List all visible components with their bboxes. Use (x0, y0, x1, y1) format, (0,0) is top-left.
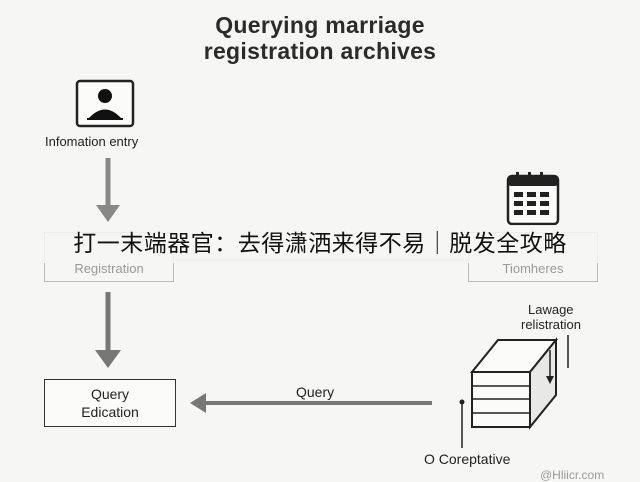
calendar-grid-icon (506, 172, 560, 226)
lawage-label-line1: Lawage (528, 302, 574, 317)
arrow-registration-to-query (95, 292, 121, 368)
query-arrow-label: Query (296, 384, 335, 400)
arrow-server-to-query (190, 393, 432, 413)
lawage-label-line2: relistration (521, 317, 581, 332)
server-stack-icon (469, 337, 559, 430)
query-edication-box: Query Edication (44, 379, 176, 427)
lawage-connector (546, 335, 569, 384)
cooperative-connector (459, 399, 465, 448)
watermark: @Hliicr.com (540, 468, 605, 482)
diagram-title-line2: registration archives (203, 38, 437, 64)
arrow-entry-to-registration (96, 158, 120, 222)
registration-box-label: Registration (74, 261, 144, 276)
info-entry-label: Infomation entry (45, 134, 139, 149)
person-id-icon (75, 79, 135, 128)
overlay-headline: 打一末端器官：去得潇洒来得不易｜脱发全攻略 (0, 225, 640, 263)
query-box-line2: Edication (81, 404, 139, 420)
diagram-title-line1: Querying marriage (215, 12, 425, 38)
query-box-line1: Query (90, 386, 130, 402)
cooperative-label: O Coreptative (424, 451, 511, 467)
timeline-box-label: Tiomheres (502, 261, 564, 276)
